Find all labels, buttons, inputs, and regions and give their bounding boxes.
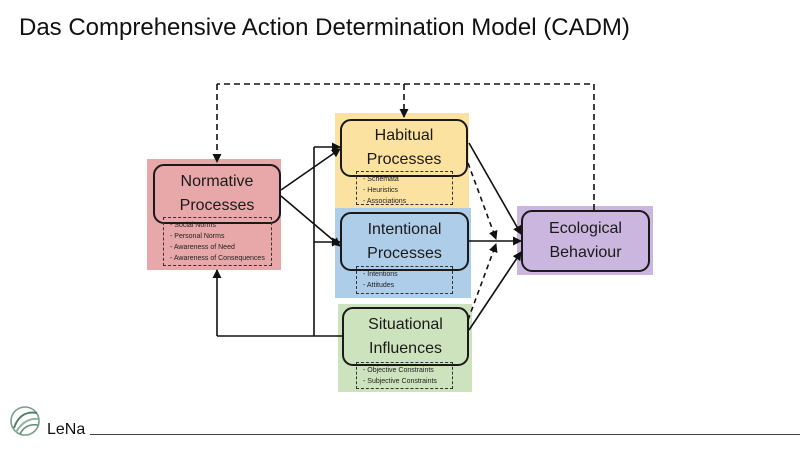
ecological-panel	[517, 206, 653, 275]
situational-influences-details: - Objective Constraints - Subjective Cons…	[356, 362, 453, 389]
detail-item: - Heuristics	[363, 187, 399, 194]
detail-item: - Awareness of Need	[170, 244, 235, 251]
detail-item: - Associations	[363, 198, 407, 205]
detail-item: - Social Norms	[170, 222, 216, 229]
habitual-to-ecological-arrow	[468, 142, 522, 235]
detail-item: - Objective Constraints	[363, 367, 434, 374]
situational-panel	[338, 304, 472, 392]
detail-item: - Schemata	[363, 176, 399, 183]
situational-to-ecological-arrow	[468, 251, 522, 331]
feedback-loop-line	[217, 83, 595, 210]
habitual-moderation-arrow	[467, 162, 498, 240]
brand-name: LeNa	[47, 421, 86, 438]
detail-item: - Awareness of Consequences	[170, 255, 265, 262]
detail-item: - Intentions	[363, 271, 398, 278]
normative-processes-details: - Social Norms - Personal Norms - Awarenes…	[163, 217, 272, 266]
detail-item: - Personal Norms	[170, 233, 225, 240]
detail-item: - Attitudes	[363, 282, 395, 289]
normative-to-habitual-arrow	[280, 148, 341, 191]
page-title: Das Comprehensive Action Determination M…	[19, 14, 630, 41]
habitual-panel	[335, 113, 469, 208]
leaf-globe-icon	[10, 406, 40, 436]
intentional-processes-details: - Intentions - Attitudes	[356, 266, 453, 294]
situational-moderation-arrow	[467, 243, 498, 321]
intentional-panel	[335, 208, 471, 298]
habitual-processes-details: - Schemata - Heuristics - Associations	[356, 171, 453, 205]
footer-divider	[90, 434, 800, 435]
normative-to-intentional-arrow	[280, 195, 341, 247]
detail-item: - Subjective Constraints	[363, 378, 437, 385]
normative-panel	[147, 159, 281, 270]
